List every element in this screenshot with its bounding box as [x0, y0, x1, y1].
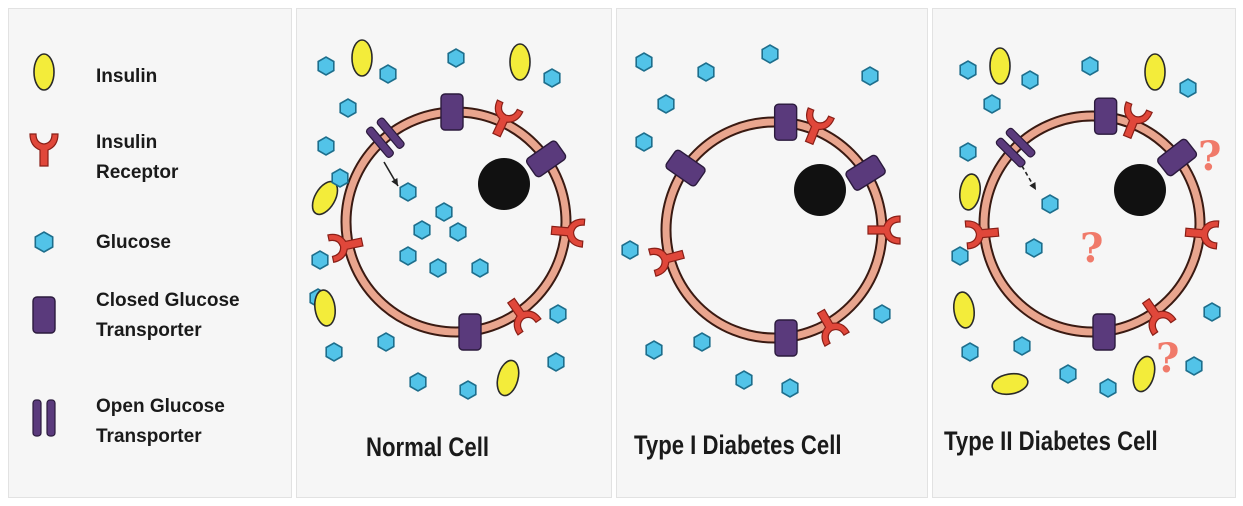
glucose-icon: [636, 133, 652, 151]
closed-transporter-icon: [1093, 314, 1115, 350]
insulin-icon: [958, 173, 983, 211]
glucose-icon: [874, 305, 890, 323]
insulin-icon: [510, 44, 530, 80]
glucose-icon: [1060, 365, 1076, 383]
glucose-icon: [400, 247, 416, 265]
glucose-icon: [1022, 71, 1038, 89]
glucose-icon: [1186, 357, 1202, 375]
glucose-icon: [782, 379, 798, 397]
question-mark: ?: [1080, 225, 1103, 272]
insulin-icon: [313, 289, 338, 327]
nucleus: [478, 158, 530, 210]
nucleus: [1114, 164, 1166, 216]
insulin-receptor-icon: [30, 134, 58, 166]
glucose-icon: [698, 63, 714, 81]
glucose-icon: [450, 223, 466, 241]
glucose-icon: [544, 69, 560, 87]
glucose-icon: [380, 65, 396, 83]
glucose-icon: [862, 67, 878, 85]
glucose-icon: [318, 137, 334, 155]
glucose-icon: [400, 183, 416, 201]
glucose-icon: [410, 373, 426, 391]
glucose-icon: [658, 95, 674, 113]
glucose-icon: [1180, 79, 1196, 97]
glucose-icon: [622, 241, 638, 259]
glucose-icon: [952, 247, 968, 265]
glucose-icon: [1026, 239, 1042, 257]
glucose-icon: [1082, 57, 1098, 75]
insulin-icon: [952, 291, 977, 329]
glucose-icon: [548, 353, 564, 371]
cell-membrane: [984, 116, 1200, 332]
glucose-icon: [1014, 337, 1030, 355]
glucose-icon: [1204, 303, 1220, 321]
glucose-icon: [35, 232, 52, 252]
insulin-icon: [494, 358, 523, 398]
insulin-icon: [352, 40, 372, 76]
nucleus: [794, 164, 846, 216]
question-mark: ?: [1156, 335, 1179, 382]
glucose-icon: [1042, 195, 1058, 213]
cell-membrane: [666, 122, 882, 338]
question-mark: ?: [1198, 133, 1221, 180]
closed-transporter-icon: [775, 104, 797, 140]
insulin-icon: [1130, 354, 1159, 394]
glucose-icon: [472, 259, 488, 277]
glucose-icon: [636, 53, 652, 71]
closed-transporter-icon: [1095, 98, 1117, 134]
glucose-icon: [430, 259, 446, 277]
glucose-icon: [550, 305, 566, 323]
closed-transporter-icon: [441, 94, 463, 130]
glucose-icon: [460, 381, 476, 399]
closed-transporter-icon: [775, 320, 797, 356]
glucose-icon: [1100, 379, 1116, 397]
glucose-icon: [984, 95, 1000, 113]
insulin-icon: [34, 54, 54, 90]
glucose-icon: [326, 343, 342, 361]
closed-transporter-icon: [33, 297, 55, 333]
glucose-icon: [448, 49, 464, 67]
glucose-icon: [332, 169, 348, 187]
glucose-icon: [736, 371, 752, 389]
glucose-icon: [960, 61, 976, 79]
glucose-icon: [414, 221, 430, 239]
closed-transporter-icon: [459, 314, 481, 350]
open-transporter-icon: [33, 400, 55, 436]
glucose-icon: [962, 343, 978, 361]
glucose-icon: [960, 143, 976, 161]
glucose-icon: [436, 203, 452, 221]
glucose-icon: [762, 45, 778, 63]
arrowhead: [1029, 182, 1036, 190]
glucose-icon: [340, 99, 356, 117]
glucose-icon: [318, 57, 334, 75]
glucose-icon: [312, 251, 328, 269]
insulin-icon: [991, 371, 1030, 397]
glucose-icon: [378, 333, 394, 351]
insulin-icon: [990, 48, 1010, 84]
insulin-icon: [1145, 54, 1165, 90]
glucose-icon: [694, 333, 710, 351]
glucose-icon: [646, 341, 662, 359]
